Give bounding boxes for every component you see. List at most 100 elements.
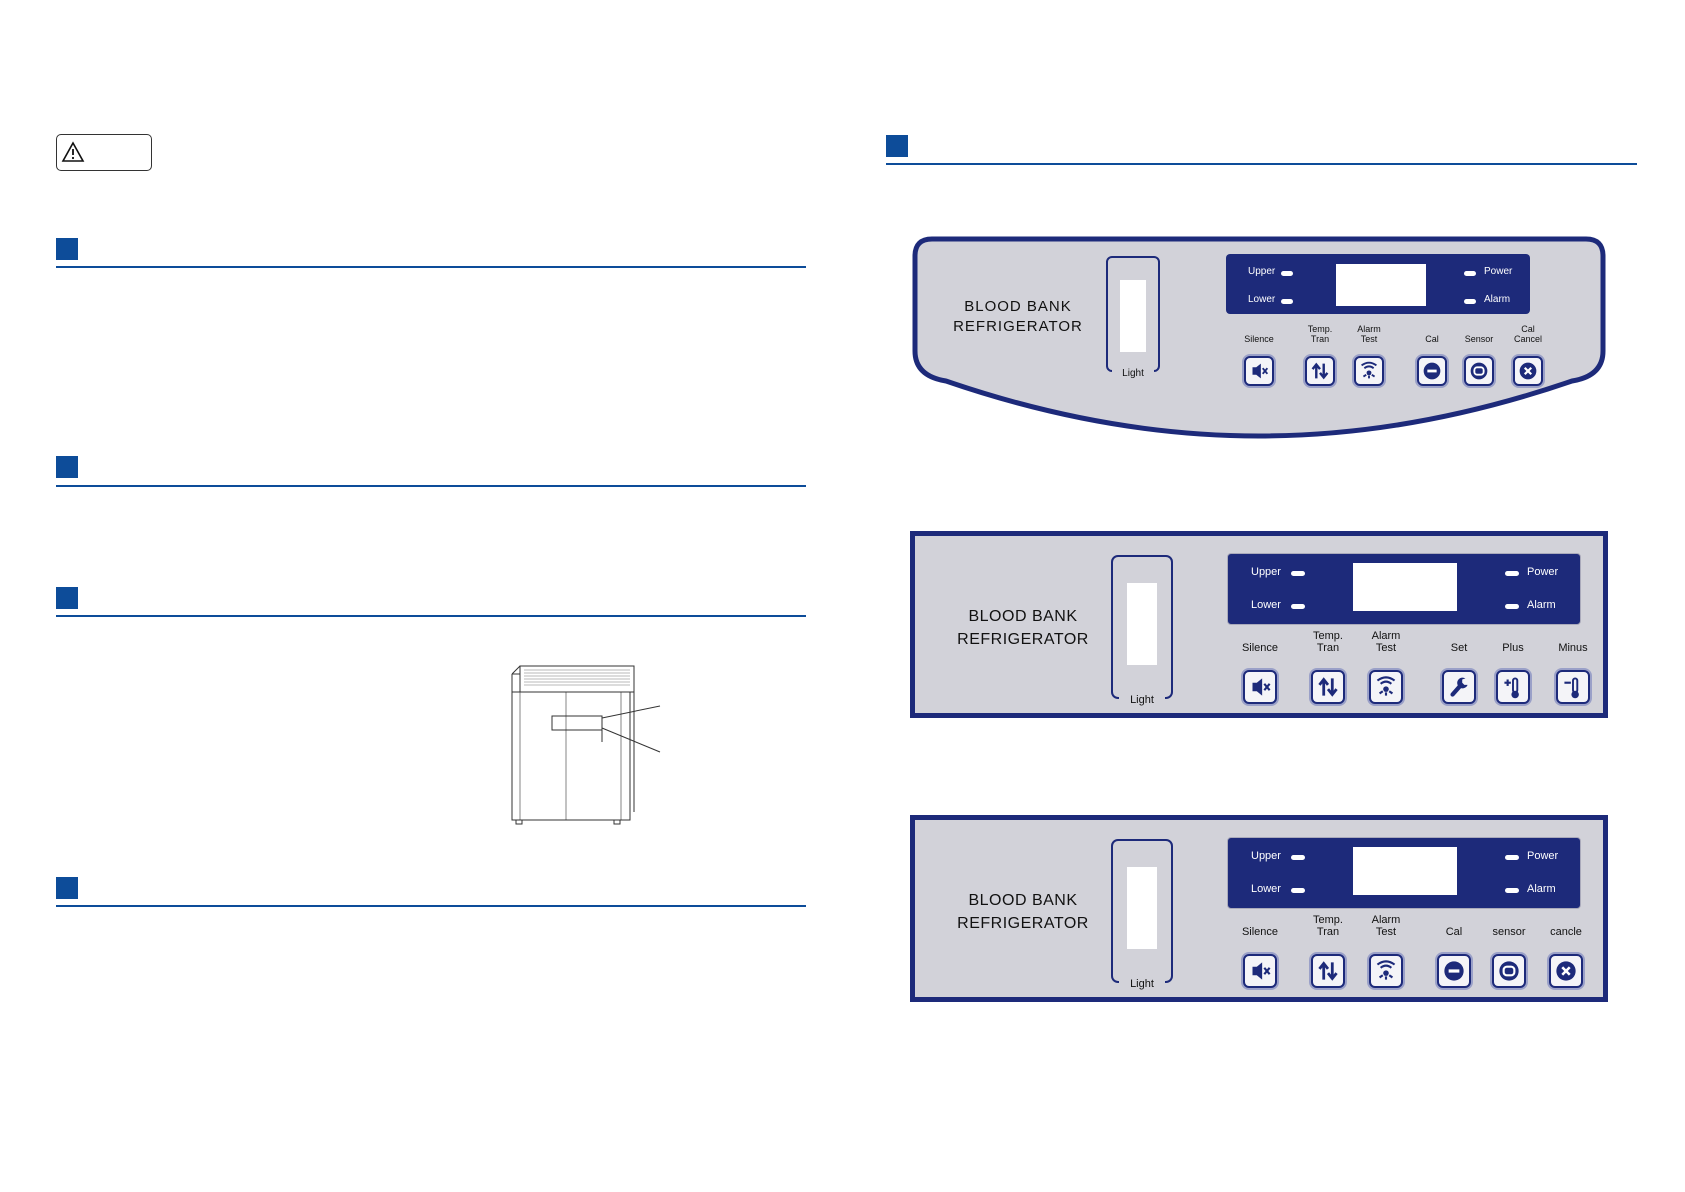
button-label-line1: Alarm [1371,914,1401,926]
button-label-line1: Temp. [1313,630,1343,642]
up-down-arrows-icon [1318,677,1338,697]
alarm-indicator-label: Alarm [1527,883,1556,895]
light-window [1120,280,1146,352]
up-down-arrows-icon [1318,961,1338,981]
button-label-line1: Set [1450,642,1468,654]
warning-label-box [56,134,152,171]
panel-button-alarm[interactable] [1369,954,1403,988]
control-panel-1: BLOOD BANK REFRIGERATOR Light Upper Lowe… [912,236,1606,441]
panel-button-set[interactable] [1442,670,1476,704]
button-label-line1: sensor [1492,926,1526,938]
button-label: Sensor [1434,334,1524,344]
section-divider [56,905,806,907]
alarm-led [1464,299,1476,304]
button-label: Silence [1214,334,1304,344]
panel-button-temp[interactable] [1305,356,1335,386]
button-label-line2: Test [1375,926,1397,938]
panel-button-cal[interactable] [1417,356,1447,386]
section-divider [56,266,806,268]
panel-button-alarm[interactable] [1354,356,1384,386]
brand-title-line2: REFRIGERATOR [953,318,1083,335]
panel-button-sensor[interactable] [1464,356,1494,386]
button-label-line1: Temp. [1307,324,1333,334]
lower-indicator-label: Lower [1251,883,1281,895]
lower-indicator-label: Lower [1248,294,1276,305]
panel-button-silence[interactable] [1243,954,1277,988]
button-label-line1: cancle [1550,926,1582,938]
upper-led [1291,571,1305,576]
alarm-led [1505,604,1519,609]
brand-title-line1: BLOOD BANK [968,892,1078,909]
panel-button-temp[interactable] [1311,670,1345,704]
panel-button-cal[interactable] [1513,356,1543,386]
panel-button-silence[interactable] [1244,356,1274,386]
sensor-cycle-icon [1470,362,1488,380]
section-marker [56,456,78,478]
lower-led [1291,604,1305,609]
alarm-led [1505,888,1519,893]
upper-indicator-label: Upper [1248,266,1276,277]
section-marker [886,135,908,157]
button-label-line1: Plus [1502,642,1524,654]
thermometer-minus-icon [1564,677,1579,699]
button-label: Cal [1387,334,1477,344]
panel-button-sensor[interactable] [1492,954,1526,988]
wrench-icon [1450,677,1468,697]
upper-indicator-label: Upper [1251,850,1281,862]
panel-button-alarm[interactable] [1369,670,1403,704]
button-label: Temp.Tran [1281,630,1375,654]
sensor-cycle-icon [1499,961,1519,981]
up-down-arrows-icon [1311,362,1329,380]
panel-button-plus[interactable] [1496,670,1530,704]
temperature-display [1336,264,1426,306]
upper-led [1281,271,1293,276]
button-label: Silence [1213,642,1307,654]
upper-indicator-label: Upper [1251,566,1281,578]
button-label-line2: Cancel [1513,334,1542,344]
button-label-line2: Tran [1316,642,1340,654]
panel-button-cal[interactable] [1437,954,1471,988]
lower-indicator-label: Lower [1251,599,1281,611]
button-label-line2: Test [1360,334,1378,344]
lower-led [1281,299,1293,304]
panel-button-minus[interactable] [1556,670,1590,704]
button-label: Minus [1526,642,1620,654]
light-label: Light [1130,694,1154,706]
alarm-indicator-label: Alarm [1484,294,1511,305]
control-panel-3: BLOOD BANK REFRIGERATOR Light Upper Lowe… [910,815,1608,1002]
light-window [1127,583,1157,665]
panel-button-silence[interactable] [1243,670,1277,704]
brand-title-line1: BLOOD BANK [964,298,1072,315]
power-indicator-label: Power [1527,566,1559,578]
section-divider [56,485,806,487]
section-divider [56,615,806,617]
alarm-wave-icon [1376,676,1396,696]
button-label-line1: Cal [1521,324,1535,334]
brand-title-line2: REFRIGERATOR [957,915,1089,932]
mute-speaker-icon [1252,962,1271,980]
panel-button-cancle[interactable] [1549,954,1583,988]
mute-speaker-icon [1252,363,1269,379]
temperature-display [1353,847,1457,895]
section-marker [56,587,78,609]
lower-led [1291,888,1305,893]
button-label-line2: Tran [1316,926,1340,938]
panel-button-temp[interactable] [1311,954,1345,988]
cancel-x-icon [1556,961,1576,981]
button-label: Cal [1407,926,1501,938]
power-indicator-label: Power [1527,850,1559,862]
button-label-line1: Minus [1558,642,1588,654]
button-label-line1: Silence [1241,926,1279,938]
button-label-line2: Test [1375,642,1397,654]
button-label: cancle [1519,926,1613,938]
button-label-line1: Sensor [1464,334,1494,344]
upper-led [1291,855,1305,860]
light-window [1127,867,1157,949]
button-label-line1: Cal [1425,334,1439,344]
section-marker [56,877,78,899]
button-label-line1: Cal [1445,926,1463,938]
power-led [1505,571,1519,576]
